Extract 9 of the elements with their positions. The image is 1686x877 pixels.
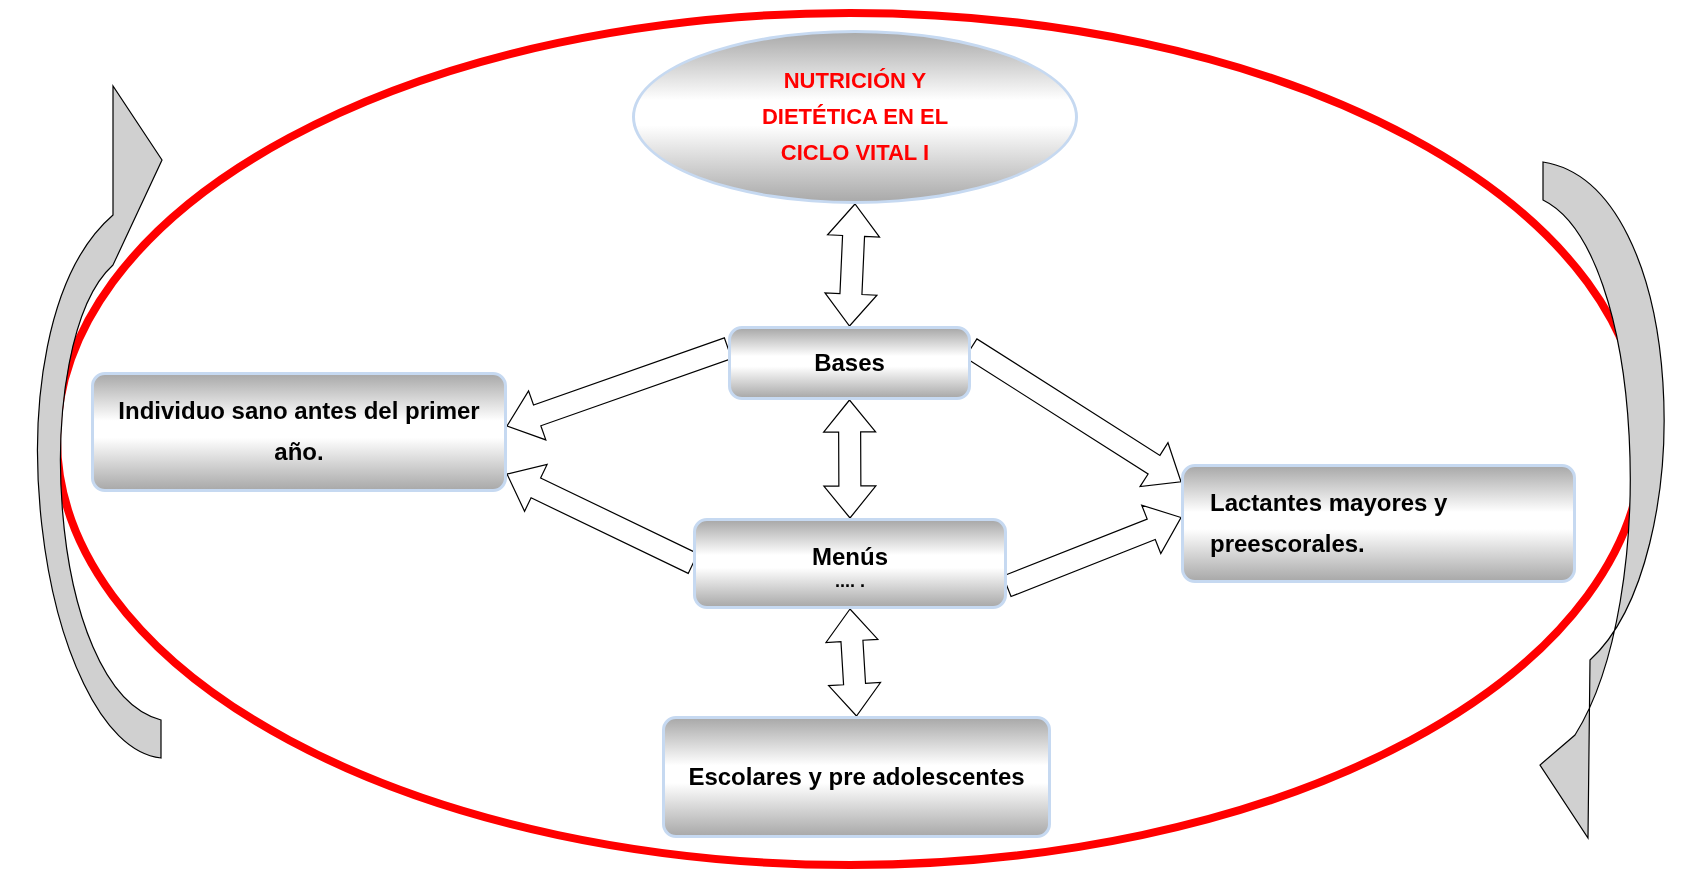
process-box: Individuo sano antes del primer año. [91,372,507,492]
title-ellipse: NUTRICIÓN Y DIETÉTICA EN EL CICLO VITAL I [632,30,1078,204]
block-arrow [822,399,878,519]
block-arrow [823,203,881,327]
process-box: Bases [728,326,971,400]
process-box: Lactantes mayores y preescorales. [1181,464,1576,583]
process-box: Escolares y pre adolescentes [662,716,1051,838]
block-arrow [824,608,882,717]
process-box: Menús .... . [693,518,1007,609]
